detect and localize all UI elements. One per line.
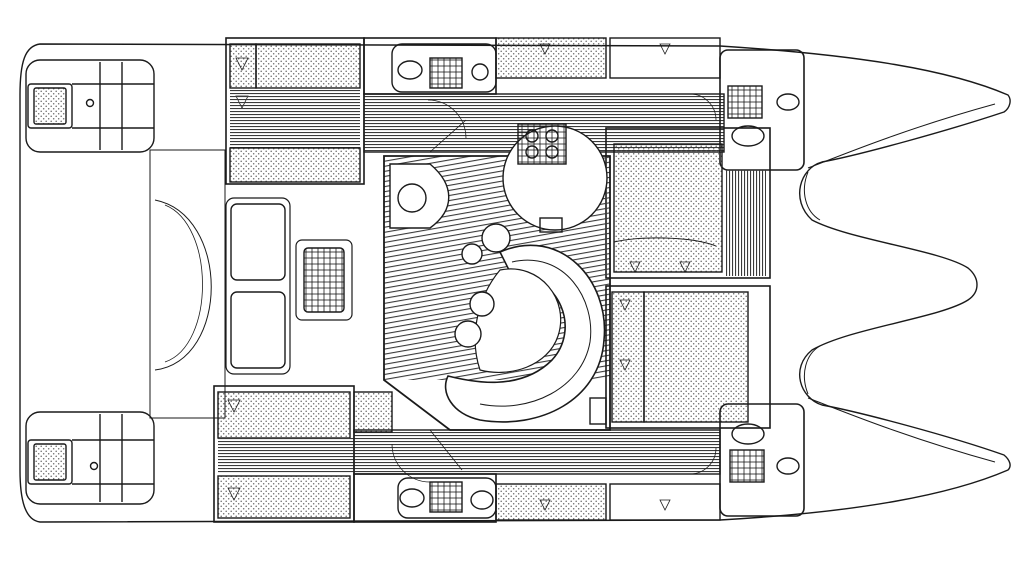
sink-icon [471, 63, 489, 81]
stern-cleat-icon [89, 461, 99, 471]
sink-icon [399, 488, 425, 508]
bow-trampoline-edges [804, 103, 996, 463]
top-forward-cabin [605, 127, 771, 279]
stern-cleat-icon [85, 98, 95, 108]
sink-icon [731, 423, 765, 445]
port-stern-steps [25, 59, 155, 153]
hull-outline [19, 43, 1011, 523]
door-swings [391, 93, 717, 483]
shower-grid-icon [429, 481, 463, 513]
bottom-corridor [353, 391, 721, 521]
shower-grid-icon [729, 449, 765, 483]
sink-icon [731, 125, 765, 147]
toilet-icon [776, 457, 800, 475]
toilet-icon [397, 60, 423, 80]
toilet-icon [776, 93, 800, 111]
toilet-icon [470, 490, 494, 510]
top-forward-head [719, 49, 805, 171]
bottom-aft-head [353, 473, 497, 523]
aft-cockpit [149, 149, 353, 419]
starboard-stern-steps [25, 411, 155, 505]
saloon-settee [444, 244, 606, 423]
shower-grid-icon [429, 57, 463, 89]
bottom-forward-head [719, 403, 805, 517]
shower-grid-icon [727, 85, 763, 119]
bottom-forward-cabin [605, 285, 771, 429]
saloon-table [474, 268, 562, 373]
bottom-aft-cabin [213, 385, 355, 523]
cockpit-hatch-grid-icon [303, 247, 345, 313]
saloon [383, 123, 611, 431]
cooktop-icon [517, 123, 567, 165]
top-aft-cabin [225, 37, 365, 185]
top-aft-head [363, 37, 497, 95]
